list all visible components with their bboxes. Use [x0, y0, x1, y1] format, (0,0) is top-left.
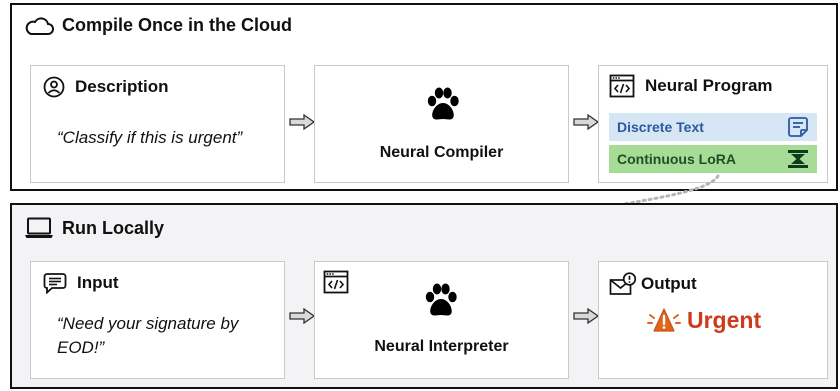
- description-heading: Description: [43, 76, 169, 98]
- output-heading-text: Output: [641, 274, 697, 293]
- discrete-text-label: Discrete Text: [617, 119, 704, 135]
- warning-icon: [647, 306, 681, 334]
- continuous-lora-band: Continuous LoRA: [609, 145, 817, 173]
- output-heading: Output: [609, 272, 697, 296]
- urgent-label: Urgent: [687, 306, 762, 333]
- input-heading: Input: [43, 272, 119, 294]
- document-icon: [787, 116, 809, 138]
- user-circle-icon: [43, 76, 65, 98]
- cloud-panel-title: Compile Once in the Cloud: [24, 15, 292, 36]
- neural-compiler-box: Neural Compiler: [314, 65, 569, 183]
- input-text: “Need your signature by EOD!”: [57, 314, 239, 357]
- arrow-right-icon: [289, 308, 315, 324]
- local-panel-title-text: Run Locally: [62, 217, 165, 238]
- neural-program-box: Neural Program Discrete Text Continuous …: [598, 65, 828, 183]
- continuous-lora-label: Continuous LoRA: [617, 151, 736, 167]
- local-panel: Run Locally Input “Need your signature b…: [10, 203, 838, 389]
- cloud-icon: [24, 16, 54, 36]
- lora-hourglass-icon: [787, 149, 809, 169]
- discrete-text-band: Discrete Text: [609, 113, 817, 141]
- output-box: Output Urgent: [598, 261, 828, 379]
- laptop-icon: [24, 217, 54, 239]
- paw-icon: [421, 282, 461, 322]
- description-box: Description “Classify if this is urgent”: [30, 65, 285, 183]
- arrow-right-icon: [289, 114, 315, 130]
- cloud-panel-title-text: Compile Once in the Cloud: [62, 15, 293, 35]
- cloud-panel: Compile Once in the Cloud Description “C…: [10, 3, 838, 191]
- neural-program-heading-text: Neural Program: [645, 76, 773, 95]
- local-panel-title: Run Locally: [24, 217, 164, 239]
- chat-icon: [43, 272, 67, 294]
- description-heading-text: Description: [75, 77, 169, 96]
- paw-icon: [423, 86, 463, 126]
- arrow-right-icon: [573, 308, 599, 324]
- mail-alert-icon: [609, 272, 637, 296]
- arrow-right-icon: [573, 114, 599, 130]
- code-window-icon: [609, 74, 635, 98]
- neural-interpreter-box: Neural Interpreter: [314, 261, 569, 379]
- description-text: “Classify if this is urgent”: [57, 128, 243, 147]
- neural-program-heading: Neural Program: [609, 74, 773, 98]
- input-heading-text: Input: [77, 273, 119, 292]
- urgent-result: Urgent: [647, 306, 761, 334]
- neural-compiler-label: Neural Compiler: [379, 144, 504, 161]
- code-window-icon: [323, 270, 349, 294]
- input-box: Input “Need your signature by EOD!”: [30, 261, 285, 379]
- neural-interpreter-label: Neural Interpreter: [374, 338, 509, 355]
